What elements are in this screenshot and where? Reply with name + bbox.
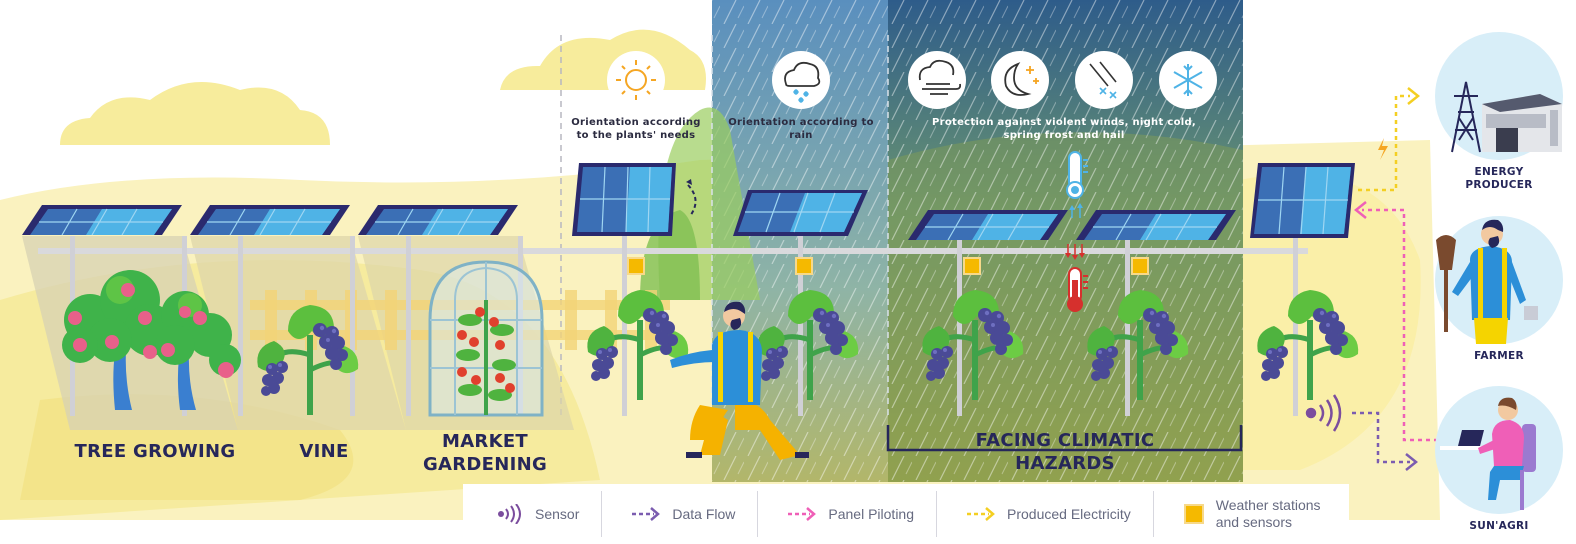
night-frost-icon xyxy=(1004,62,1039,96)
caption-protection: Protection against violent winds, night … xyxy=(930,116,1198,142)
caption-protection-line-2: spring frost and hail xyxy=(1003,130,1125,141)
power-plant-illustration xyxy=(1451,81,1562,153)
data-flow-line xyxy=(1352,411,1410,464)
snowflake-icon xyxy=(1173,64,1203,96)
panel-piloting-arrow-icon xyxy=(788,507,817,521)
greenhouse xyxy=(428,260,544,417)
sensor-icon xyxy=(498,504,521,524)
legend-label-panel-piloting: Panel Piloting xyxy=(828,506,915,522)
zone-label-market-gardening-line-2: GARDENING xyxy=(422,454,548,475)
caption-protection-line-1: Protection against violent winds, night … xyxy=(931,117,1197,128)
legend-label-sensor: Sensor xyxy=(535,506,580,522)
legend-item-panel-piloting: Panel Piloting xyxy=(758,491,938,537)
actor-label-sunagri: SUN'AGRI xyxy=(1469,520,1529,532)
legend: Sensor Data Flow Panel Piloting Produced… xyxy=(463,484,1349,544)
zone-label-tree-growing: TREE GROWING xyxy=(74,441,236,462)
legend-item-data-flow: Data Flow xyxy=(602,491,759,537)
actor-label-energy-producer-line-2: PRODUCER xyxy=(1465,179,1533,191)
actor-label-farmer: FARMER xyxy=(1474,350,1524,362)
farmer-illustration xyxy=(1436,219,1538,344)
legend-item-produced-electricity: Produced Electricity xyxy=(937,491,1154,537)
actor-label-energy-producer: ENERGY PRODUCER xyxy=(1449,166,1549,192)
sensor-icon xyxy=(1305,394,1342,432)
rain-cloud-icon xyxy=(784,61,821,103)
caption-orientation-rain: Orientation according to rain xyxy=(728,117,874,141)
sunagri-employee-illustration xyxy=(1440,397,1536,510)
cold-thermometer-icon xyxy=(1066,151,1088,218)
legend-item-sensor: Sensor xyxy=(463,491,603,537)
weather-station-icon xyxy=(1183,504,1204,524)
produced-electricity-arrow-icon xyxy=(967,507,995,521)
legend-label-weather-stations-line-2: and sensors xyxy=(1215,514,1293,530)
actor-label-energy-producer-line-1: ENERGY xyxy=(1474,166,1524,178)
data-flow-arrow-icon xyxy=(632,507,661,521)
caption-orientation-plants-line-2: to the plants' needs xyxy=(576,130,696,141)
tilted-panel xyxy=(572,163,676,236)
panel-piloting-line xyxy=(1362,208,1438,442)
legend-item-weather-stations: Weather stations and sensors xyxy=(1154,491,1343,537)
sun-icon xyxy=(616,60,656,100)
legend-label-weather-stations: Weather stations and sensors xyxy=(1216,497,1321,531)
legend-label-data-flow: Data Flow xyxy=(672,506,736,522)
produced-electricity-line xyxy=(1358,94,1410,192)
caption-orientation-plants-line-1: Orientation according xyxy=(571,117,701,128)
hail-icon xyxy=(1089,61,1117,99)
legend-label-weather-stations-line-1: Weather stations xyxy=(1215,497,1321,513)
warm-thermometer-icon xyxy=(1065,244,1088,312)
zone-label-market-gardening: MARKET GARDENING xyxy=(410,430,560,476)
zone-label-market-gardening-line-1: MARKET xyxy=(441,431,529,452)
wind-icon xyxy=(918,59,962,95)
legend-label-produced-electricity: Produced Electricity xyxy=(1007,506,1131,522)
zone-label-vine: VINE xyxy=(299,441,349,462)
caption-orientation-plants: Orientation according to the plants' nee… xyxy=(566,116,706,142)
zone-label-hazards-line-2: HAZARDS xyxy=(1015,453,1115,474)
apple-trees xyxy=(62,270,241,410)
zone-label-facing-climatic-hazards: FACING CLIMATIC HAZARDS xyxy=(950,429,1180,475)
zone-label-hazards-line-1: FACING CLIMATIC xyxy=(975,430,1155,451)
kneeling-farmer xyxy=(670,301,809,460)
